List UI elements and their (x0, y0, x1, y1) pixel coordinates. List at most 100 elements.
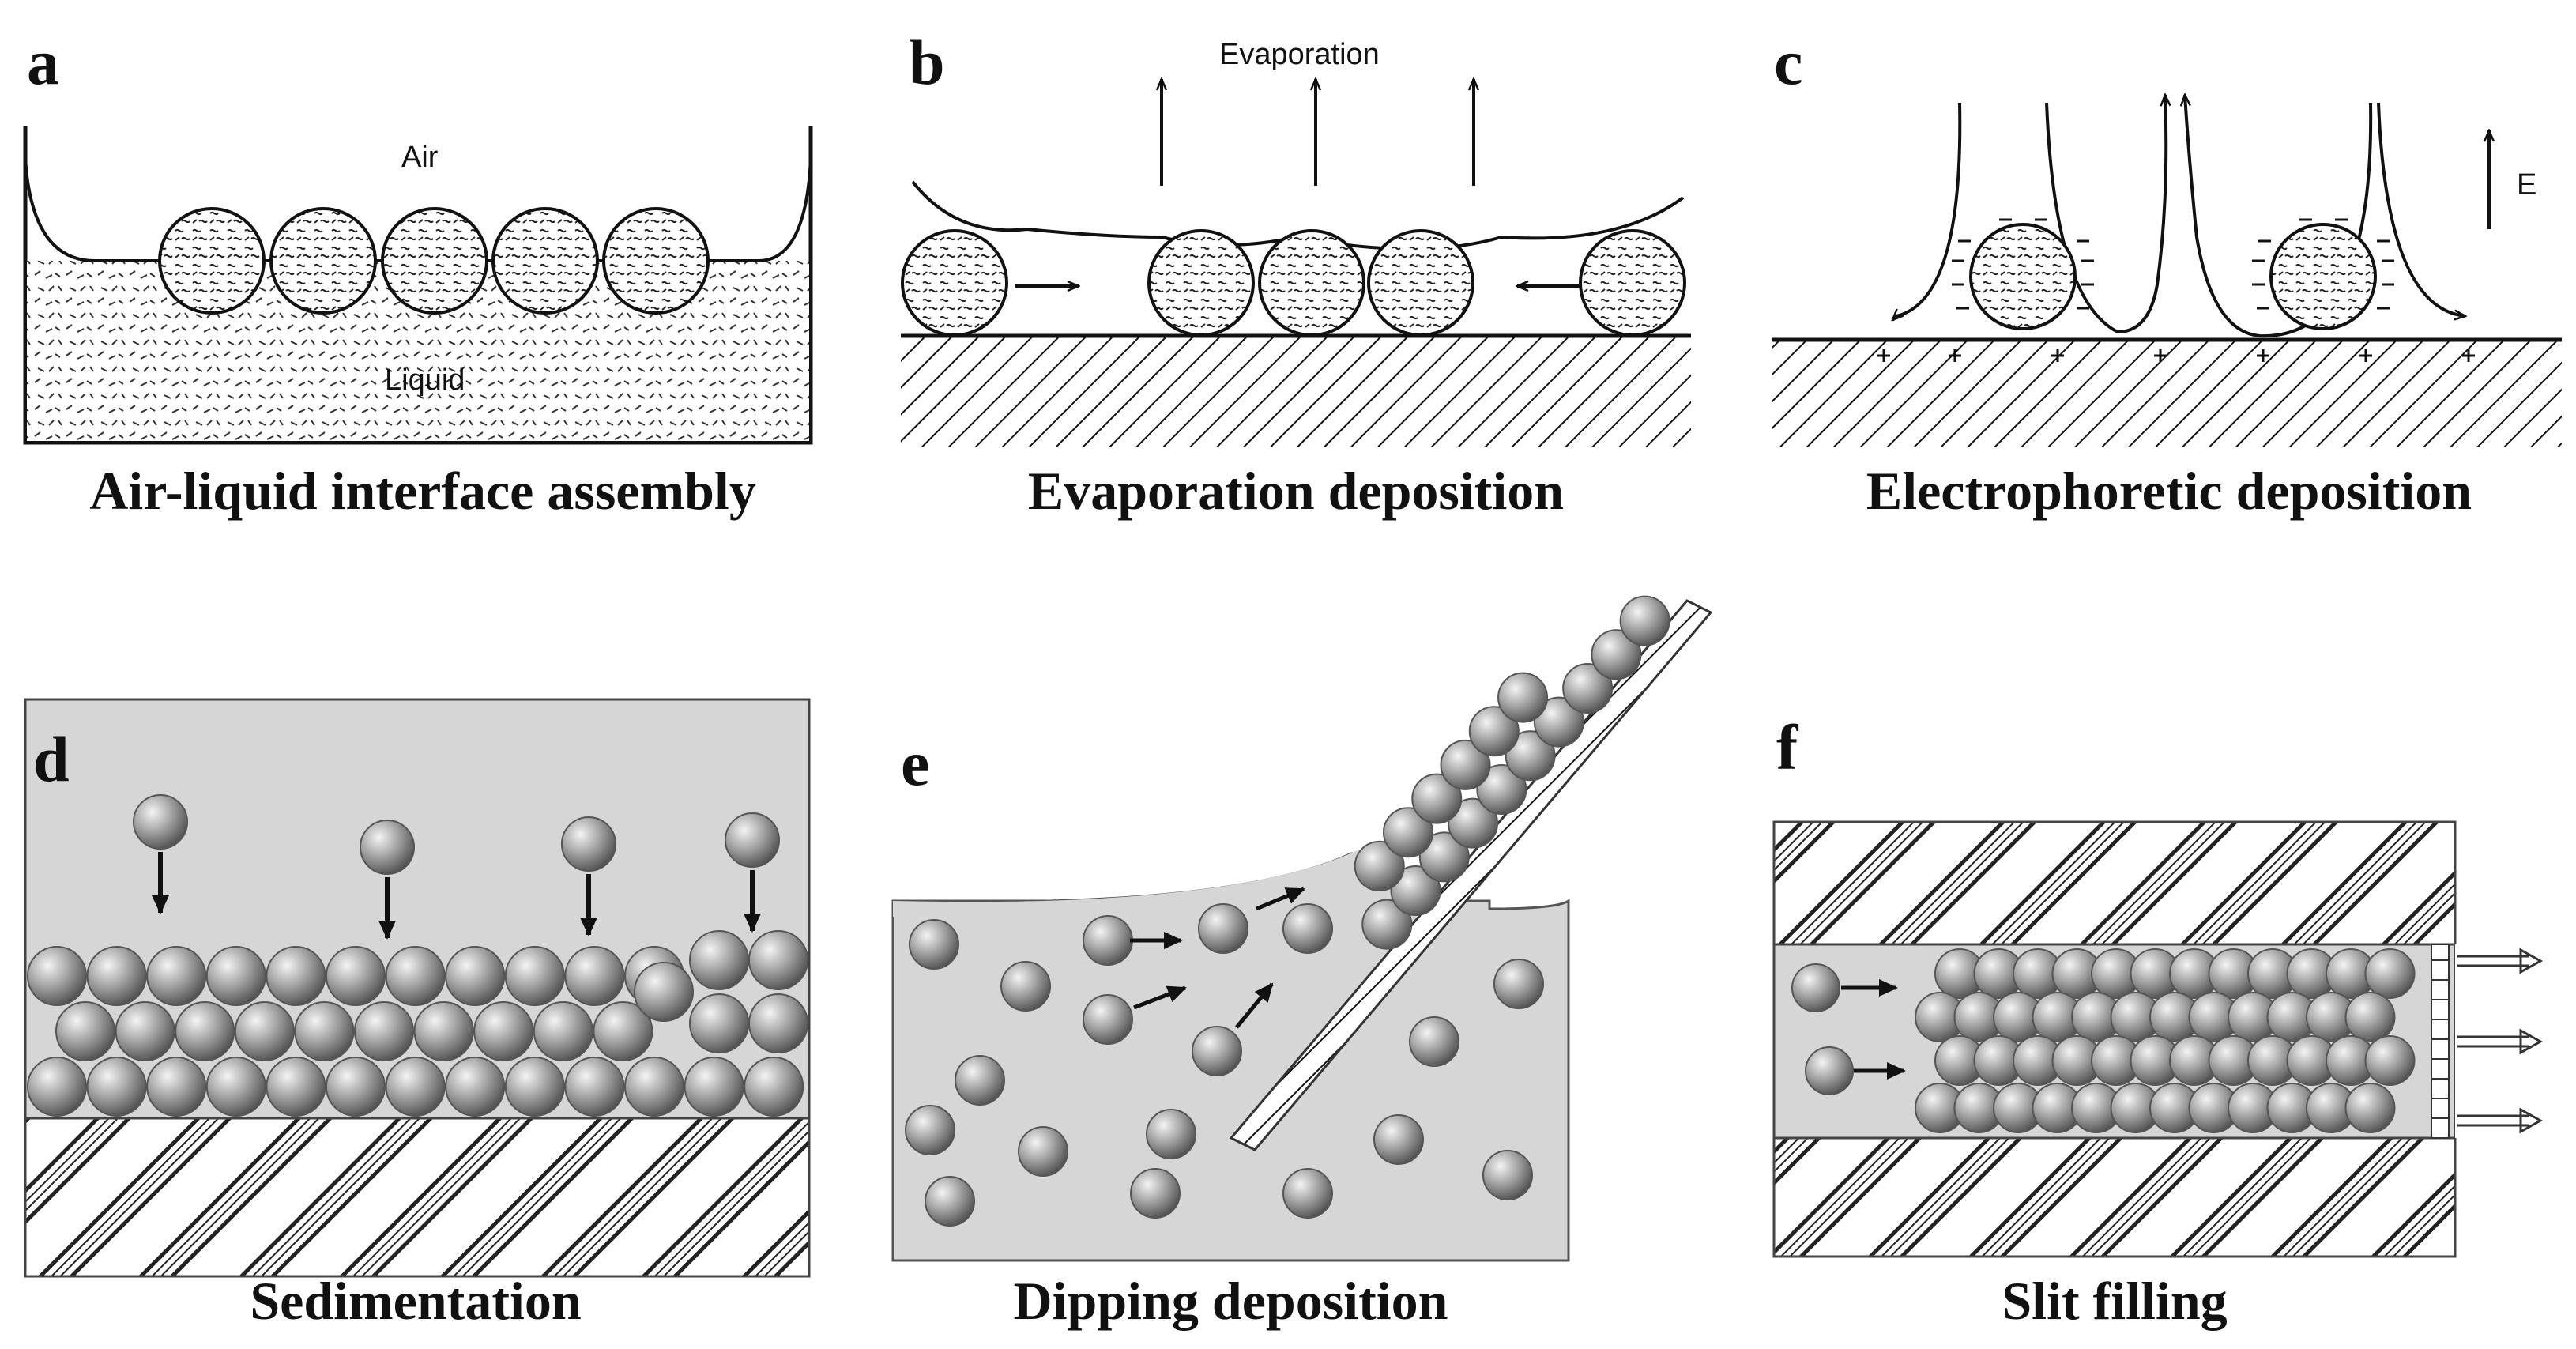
incoming-sphere (1791, 963, 1840, 1012)
deposited-sphere (1468, 706, 1520, 757)
deposited-spheres (901, 229, 1686, 337)
crystal-sphere (413, 1001, 474, 1061)
liquid-meniscus-left (25, 130, 87, 261)
crystal-sphere (689, 993, 749, 1053)
panel-a-diagram (23, 126, 813, 445)
suspended-sphere (909, 919, 959, 970)
deposited-sphere (1591, 629, 1642, 680)
suspended-sphere (1018, 1126, 1068, 1177)
crystal-sphere (689, 930, 749, 990)
outlet-gap (2455, 944, 2487, 1138)
crystal-sphere (205, 1057, 266, 1117)
suspended-sphere (1000, 961, 1051, 1012)
panel-b-letter: b (909, 26, 945, 98)
evaporation-arrows (1162, 79, 1474, 186)
floating-sphere (269, 207, 377, 315)
field-line-right (2377, 102, 2465, 316)
panel-e-diagram (891, 595, 1713, 1262)
deposited-sphere (1411, 773, 1463, 824)
field-line-center (2045, 95, 2166, 334)
slit-sphere (2364, 948, 2416, 999)
suspended-sphere (1493, 959, 1544, 1009)
crystal-sphere (326, 1057, 386, 1117)
crystal-sphere (27, 1057, 87, 1117)
suspended-sphere (1282, 903, 1333, 954)
falling-sphere (360, 820, 415, 875)
suspended-sphere (1192, 1026, 1242, 1076)
crystal-sphere (504, 1057, 565, 1117)
suspended-sphere (1282, 1168, 1333, 1219)
crystal-sphere (634, 962, 694, 1022)
crystal-sphere (354, 1001, 414, 1061)
slit-sphere (2344, 992, 2396, 1042)
crystal-sphere (624, 1057, 684, 1117)
sphere (1258, 229, 1365, 337)
caption-panel-b: Evaporation deposition (1027, 461, 1565, 521)
crystal-sphere (86, 946, 147, 1006)
liquid-film (911, 180, 1685, 251)
electrode-substrate (1772, 340, 2562, 447)
container-walls (23, 126, 813, 445)
crystal-sphere (564, 946, 625, 1006)
crystal-sphere (266, 946, 326, 1006)
crystal-sphere (445, 1057, 506, 1117)
crystal-sphere (86, 1057, 147, 1117)
deposited-sphere (1533, 696, 1584, 748)
suspended-sphere (1482, 1150, 1533, 1200)
caption-panel-c: Electrophoretic deposition (1866, 461, 2472, 521)
incoming-sphere (1805, 1046, 1854, 1095)
filter-membrane (2431, 944, 2450, 1139)
sphere (1147, 229, 1255, 337)
floating-sphere (158, 207, 266, 315)
caption-panel-f: Slit filling (2002, 1271, 2228, 1331)
bottom-wall (1772, 1136, 2457, 1258)
field-line-left (1892, 102, 1962, 320)
crystal-sphere (385, 1057, 446, 1117)
panel-c-diagram (1772, 95, 2562, 447)
suspended-sphere (1198, 903, 1248, 954)
crystal-sphere (748, 993, 808, 1053)
suspended-sphere (955, 1055, 1005, 1106)
crystal-sphere (445, 946, 506, 1006)
suspended-sphere (1083, 915, 1133, 966)
crystal-sphere (385, 946, 446, 1006)
suspended-sphere (1373, 1114, 1424, 1165)
crystal-sphere (205, 946, 266, 1006)
crystal-sphere (146, 946, 207, 1006)
slit-sphere (2344, 1083, 2396, 1133)
deposited-sphere (1418, 831, 1470, 883)
crystal-sphere (593, 1001, 653, 1061)
crystal-sphere (564, 1057, 625, 1117)
crystal-sphere (504, 946, 565, 1006)
meniscus-fill (893, 850, 1414, 917)
crystal-sphere (115, 1001, 175, 1061)
charged-sphere (1969, 223, 2077, 330)
sedimented-crystal (27, 930, 808, 1117)
suspended-sphere (925, 1176, 975, 1227)
charged-sphere (2269, 223, 2377, 330)
caption-panel-a: Air-liquid interface assembly (89, 461, 756, 521)
suspension-bath (891, 899, 1570, 1262)
crystal-sphere (533, 1001, 593, 1061)
crystal-sphere (55, 1001, 115, 1061)
deposited-sphere (1440, 739, 1491, 790)
panel-c-letter: c (1774, 26, 1803, 98)
electric-field-label: E (2517, 168, 2537, 202)
suspended-sphere (1130, 1168, 1181, 1219)
crystal-sphere (294, 1001, 355, 1061)
caption-panel-d: Sedimentation (250, 1271, 582, 1331)
deposited-sphere (1619, 595, 1670, 646)
crystal-sphere (684, 1057, 744, 1117)
suspended-and-deposited-spheres (905, 595, 1670, 1227)
slit-sphere (2364, 1035, 2416, 1086)
panel-d-letter: d (33, 723, 70, 795)
falling-spheres (133, 794, 780, 940)
flow-arrows (1130, 887, 1305, 1029)
falling-sphere (561, 816, 616, 872)
sphere (1367, 229, 1474, 337)
suspended-sphere (1146, 1109, 1196, 1159)
liquid-label: Liquid (385, 364, 465, 397)
substrate (24, 1117, 811, 1278)
deposited-sphere (1390, 865, 1441, 916)
